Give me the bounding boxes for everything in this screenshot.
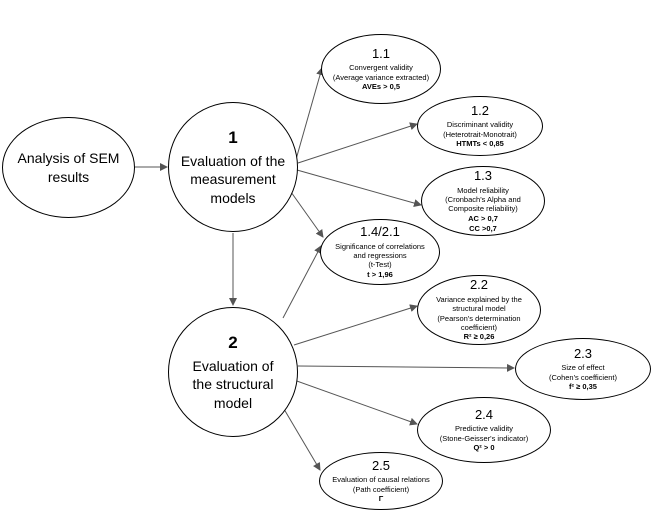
criterion-desc-line: (t-Test) [368, 260, 392, 270]
criterion-desc-line: Variance explained by the [436, 294, 522, 304]
criterion-threshold: AC > 0,7 [468, 213, 498, 223]
criterion-desc-line: (Average variance extracted) [332, 72, 430, 82]
arrow-to-2-4 [293, 379, 418, 426]
root-label: Analysis of SEM results [17, 150, 120, 185]
criterion-threshold: HTMTs < 0,85 [456, 139, 504, 149]
arrow-to-1-3 [296, 169, 422, 207]
criterion-1-2-node: 1.2 Discriminant validity (Heterotrait-M… [417, 96, 543, 156]
criterion-desc-line: (Pearson's determination [437, 313, 521, 323]
arrow-1-to-1-4 [290, 191, 324, 238]
arrow-to-1-2 [297, 122, 418, 164]
criterion-desc-line: Predictive validity [455, 424, 513, 434]
criterion-threshold: Q² > 0 [473, 443, 495, 453]
arrow-to-1-1 [294, 67, 324, 164]
criterion-1-3-node: 1.3 Model reliability (Cronbach's Alpha … [421, 166, 545, 236]
criterion-2-4-node: 2.4 Predictive validity (Stone-Geisser's… [417, 397, 551, 463]
arrow-to-2-2 [293, 304, 418, 346]
criterion-number: 2.2 [469, 277, 489, 293]
criterion-threshold: AVEs > 0,5 [361, 82, 400, 92]
criterion-desc-line: Significance of correlations [335, 241, 425, 251]
structural-number: 2 [228, 333, 238, 353]
criterion-number: 2.3 [573, 345, 593, 361]
criterion-number: 1.1 [371, 45, 391, 61]
criterion-desc-line: (Cohen's coefficient) [549, 372, 617, 382]
criterion-desc-line: Size of effect [561, 363, 605, 373]
measurement-number: 1 [228, 128, 238, 148]
structural-node: 2 Evaluation of the structural model [168, 307, 298, 437]
criterion-desc-line: (Stone-Geisser's indicator) [439, 433, 529, 443]
criterion-2-5-node: 2.5 Evaluation of causal relations (Path… [319, 452, 443, 510]
criterion-1-1-node: 1.1 Convergent validity (Average varianc… [321, 34, 441, 104]
arrow-to-2-3 [297, 363, 515, 372]
criterion-desc-line: structural model [452, 304, 506, 314]
criterion-desc-line: Discriminant validity [446, 120, 514, 130]
criterion-threshold: R² ≥ 0,26 [463, 332, 495, 342]
criterion-desc-line: (Path coefficient) [352, 484, 410, 494]
criterion-desc-line: (Heterotrait-Monotrait) [443, 129, 517, 139]
criterion-number: 1.4/2.1 [360, 224, 400, 240]
criterion-desc-line: and regressions [353, 251, 407, 261]
criterion-threshold: t > 1,96 [367, 269, 393, 279]
criterion-1-4-node: 1.4/2.1 Significance of correlations and… [320, 219, 440, 285]
criterion-threshold: f² ≥ 0,35 [569, 382, 597, 392]
criterion-2-3-node: 2.3 Size of effect (Cohen's coefficient)… [515, 338, 651, 400]
criterion-number: 2.4 [474, 406, 494, 422]
criterion-number: 1.2 [470, 102, 490, 118]
criterion-desc-line: (Cronbach's Alpha and [445, 194, 521, 204]
measurement-node: 1 Evaluation of the measurement models [168, 102, 298, 232]
structural-label: Evaluation of the structural model [192, 358, 274, 411]
criterion-desc-line: Convergent validity [349, 63, 413, 73]
arrow-to-2-5 [280, 403, 321, 471]
criterion-threshold: CC >0,7 [469, 223, 497, 233]
criterion-desc-line: Evaluation of causal relations [332, 475, 430, 485]
arrow-2-to-1-4 [282, 245, 322, 319]
measurement-label: Evaluation of the measurement models [180, 153, 286, 206]
criterion-number: 1.3 [473, 168, 493, 184]
criterion-desc-line: Model reliability [457, 185, 509, 195]
criterion-2-2-node: 2.2 Variance explained by the structural… [417, 275, 541, 345]
root-node: Analysis of SEM results [2, 117, 135, 218]
criterion-desc-line: Composite reliability) [448, 204, 518, 214]
criterion-threshold: Γ [378, 494, 384, 504]
criterion-number: 2.5 [371, 457, 391, 473]
criterion-desc-line: coefficient) [460, 323, 498, 333]
